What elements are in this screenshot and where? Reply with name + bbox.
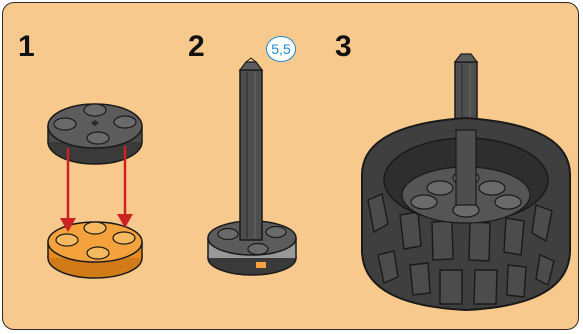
step-number-3: 3 xyxy=(335,32,352,62)
step2-assembly xyxy=(208,58,296,275)
axle xyxy=(240,58,262,240)
step-number-2: 2 xyxy=(188,32,205,62)
dark-round-plate xyxy=(48,104,142,164)
step1-assembly xyxy=(48,104,142,278)
orange-round-plate xyxy=(48,222,142,278)
axle-length-badge: 5,5 xyxy=(266,36,296,62)
step-number-1: 1 xyxy=(18,32,35,62)
step3-assembly xyxy=(362,54,570,310)
